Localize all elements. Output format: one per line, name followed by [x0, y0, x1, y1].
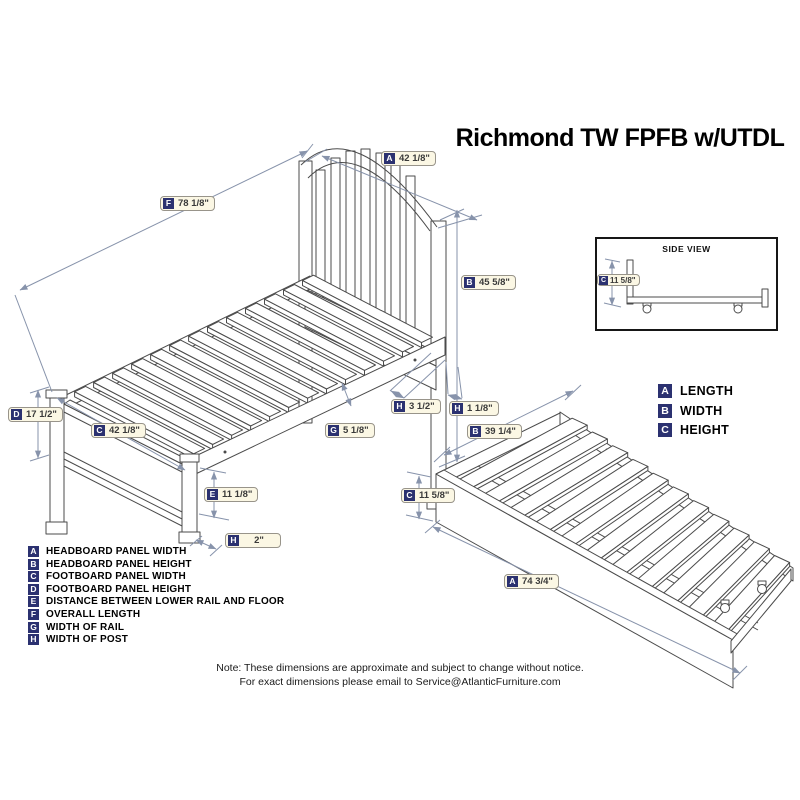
dim-letter: B [470, 426, 481, 437]
dim-letter: C [94, 425, 105, 436]
dim-label-rail-width: G 5 1/8" [325, 423, 375, 438]
dim-letter: D [11, 409, 22, 420]
note-line-2: For exact dimensions please email to Ser… [239, 675, 561, 688]
dim-label-trundle-length: A 74 3/4" [504, 574, 559, 589]
dim-label-footboard-panel-width: C 42 1/8" [91, 423, 146, 438]
key-label: WIDTH [680, 403, 723, 418]
dim-label-headboard-panel-height: B 45 5/8" [461, 275, 516, 290]
dim-value: 11 5/8" [610, 275, 636, 285]
dim-letter: F [163, 198, 174, 209]
dim-letter: H [394, 401, 405, 412]
dim-label-headboard-panel-width: A 42 1/8" [381, 151, 436, 166]
dimension-legend: A HEADBOARD PANEL WIDTH B HEADBOARD PANE… [28, 546, 284, 647]
dim-label-sideview-height: C 11 5/8" [597, 274, 640, 286]
legend-item: G WIDTH OF RAIL [28, 621, 284, 633]
dim-label-post-width-b: H 1 1/8" [449, 401, 499, 416]
key-label: LENGTH [680, 384, 734, 398]
legend-label: WIDTH OF RAIL [46, 621, 125, 633]
key-letter-box: C [658, 423, 672, 437]
dim-label-rail-to-floor: E 11 1/8" [204, 487, 259, 502]
dim-value: 78 1/8" [178, 198, 209, 209]
legend-label: WIDTH OF POST [46, 634, 129, 646]
size-key-row-length: A LENGTH [658, 384, 733, 398]
legend-item: B HEADBOARD PANEL HEIGHT [28, 558, 284, 570]
trundle-drawing [435, 411, 794, 689]
dim-label-post-width-c: H 2" [225, 533, 281, 548]
dim-value: 11 1/8" [222, 489, 253, 500]
dim-letter: C [599, 275, 608, 285]
dim-letter: H [452, 403, 463, 414]
dim-label-trundle-width: B 39 1/4" [467, 424, 522, 439]
legend-letter-box: B [28, 558, 39, 570]
legend-letter-box: E [28, 596, 39, 608]
dim-letter: H [228, 535, 239, 546]
key-letter-box: A [658, 384, 672, 398]
legend-label: HEADBOARD PANEL WIDTH [46, 546, 187, 557]
dim-letter: A [384, 153, 395, 164]
key-label: HEIGHT [680, 423, 730, 437]
legend-label: DISTANCE BETWEEN LOWER RAIL AND FLOOR [46, 596, 285, 608]
dim-value: 42 1/8" [109, 425, 140, 436]
dim-value: 3 1/2" [409, 401, 435, 412]
size-key-row-width: B WIDTH [658, 403, 733, 418]
legend-label: HEADBOARD PANEL HEIGHT [46, 558, 192, 570]
legend-item: E DISTANCE BETWEEN LOWER RAIL AND FLOOR [28, 596, 285, 608]
legend-letter-box: C [28, 571, 39, 583]
legend-letter-box: D [28, 583, 39, 595]
dim-label-overall-length: F 78 1/8" [160, 196, 215, 211]
dim-letter: G [328, 425, 339, 436]
disclaimer-note: Note: These dimensions are approximate a… [150, 662, 650, 689]
dim-label-footboard-panel-height: D 17 1/2" [8, 407, 63, 422]
legend-label: FOOTBOARD PANEL HEIGHT [46, 583, 192, 595]
dim-value: 11 5/8" [419, 490, 450, 501]
note-line-1: Note: These dimensions are approximate a… [216, 662, 584, 674]
legend-letter-box: A [28, 546, 39, 557]
legend-item: A HEADBOARD PANEL WIDTH [28, 546, 284, 557]
dim-value: 17 1/2" [26, 409, 57, 420]
dim-value: 39 1/4" [485, 426, 516, 437]
key-letter-box: B [658, 403, 672, 418]
dim-value: 45 5/8" [479, 277, 510, 288]
dim-label-trundle-height: C 11 5/8" [401, 488, 456, 503]
legend-label: OVERALL LENGTH [46, 608, 141, 620]
legend-item: D FOOTBOARD PANEL HEIGHT [28, 583, 284, 595]
legend-label: FOOTBOARD PANEL WIDTH [46, 571, 186, 583]
dim-value: 2" [254, 535, 264, 546]
legend-letter-box: G [28, 621, 39, 633]
dim-letter: E [207, 489, 218, 500]
dim-label-post-width-a: H 3 1/2" [391, 399, 441, 414]
size-key-row-height: C HEIGHT [658, 423, 733, 437]
dim-value: 42 1/8" [399, 153, 430, 164]
legend-letter-box: H [28, 634, 39, 646]
side-view-title: SIDE VIEW [662, 244, 711, 254]
dim-value: 1 1/8" [467, 403, 493, 414]
legend-letter-box: F [28, 608, 39, 620]
dim-value: 74 3/4" [522, 576, 553, 587]
dim-letter: A [507, 576, 518, 587]
page-title: Richmond TW FPFB w/UTDL [455, 124, 785, 152]
legend-item: H WIDTH OF POST [28, 634, 284, 646]
dim-letter: C [404, 490, 415, 501]
legend-item: F OVERALL LENGTH [28, 608, 284, 620]
size-key: A LENGTH B WIDTH C HEIGHT [658, 384, 733, 443]
dim-value: 5 1/8" [343, 425, 369, 436]
dim-letter: B [464, 277, 475, 288]
legend-item: C FOOTBOARD PANEL WIDTH [28, 571, 284, 583]
